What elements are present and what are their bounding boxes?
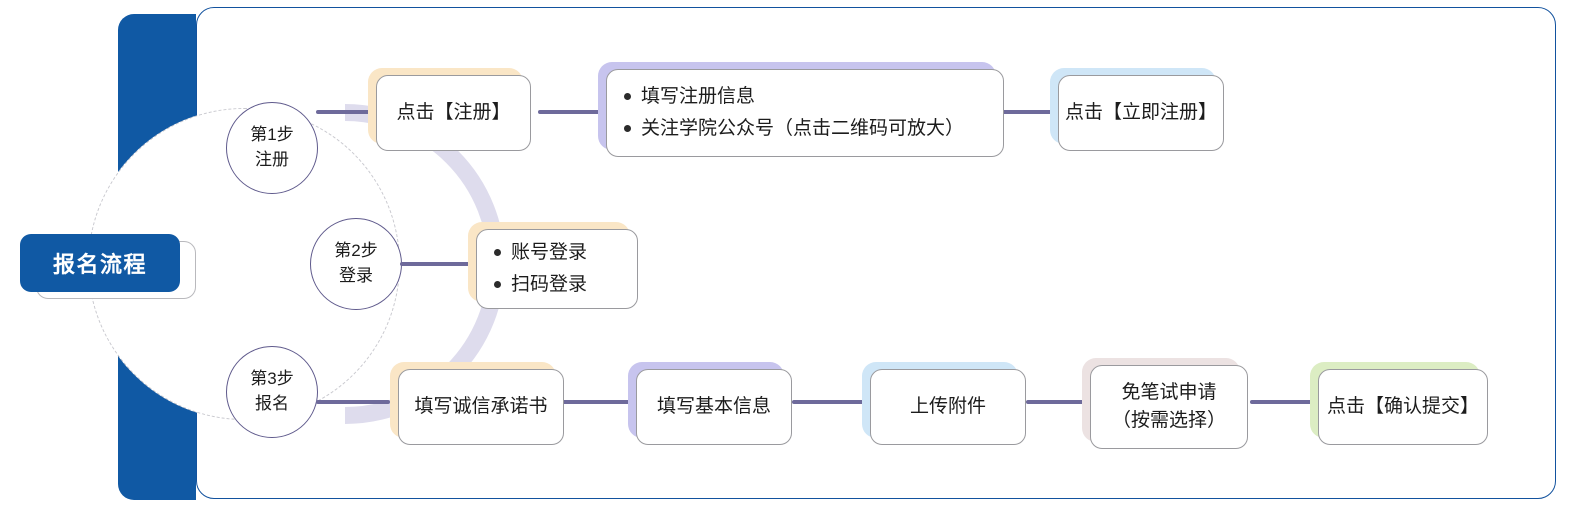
node-label: 填写基本信息: [656, 395, 771, 417]
step-circle-3[interactable]: 第3步 报名: [226, 346, 318, 438]
node-label: 上传附件: [909, 395, 986, 417]
connector-r3-node3-to-node4: [1026, 400, 1084, 404]
node-card: 账号登录 扫码登录: [476, 229, 638, 309]
node-register-details[interactable]: 填写注册信息 关注学院公众号（点击二维码可放大）: [598, 62, 1004, 157]
node-label-lines: 免笔试申请 （按需选择）: [1112, 379, 1226, 436]
connector-r3-node4-to-node5: [1250, 400, 1312, 404]
node-label: 点击【立即注册】: [1064, 101, 1217, 123]
node-click-register-now[interactable]: 点击【立即注册】: [1050, 68, 1224, 151]
node-card: 填写基本信息: [636, 369, 792, 445]
connector-node2-to-node3: [1002, 110, 1058, 114]
list-item: 填写注册信息: [623, 81, 964, 114]
node-label: 点击【注册】: [396, 101, 511, 123]
bullet-list: 填写注册信息 关注学院公众号（点击二维码可放大）: [607, 81, 964, 146]
title-card: 报名流程: [20, 234, 180, 292]
step-2-name: 登录: [339, 266, 373, 285]
node-label-line2: （按需选择）: [1111, 410, 1226, 431]
step-circle-2[interactable]: 第2步 登录: [310, 218, 402, 310]
node-integrity-commitment[interactable]: 填写诚信承诺书: [390, 362, 564, 445]
connector-step2-to-login-box: [400, 262, 476, 266]
node-label: 填写诚信承诺书: [414, 395, 548, 417]
connector-step1-to-node1: [316, 110, 376, 114]
node-login-methods[interactable]: 账号登录 扫码登录: [468, 222, 638, 309]
node-card: 填写注册信息 关注学院公众号（点击二维码可放大）: [606, 69, 1004, 157]
step-1-number: 第1步: [250, 125, 294, 145]
node-card: 免笔试申请 （按需选择）: [1090, 365, 1248, 449]
list-item: 账号登录: [493, 237, 587, 270]
node-card: 点击【立即注册】: [1058, 75, 1224, 151]
node-click-register[interactable]: 点击【注册】: [368, 68, 531, 151]
step-3-number: 第3步: [250, 369, 294, 389]
node-basic-info[interactable]: 填写基本信息: [628, 362, 792, 445]
step-1-name: 注册: [255, 150, 289, 169]
node-label-line1: 免笔试申请: [1121, 381, 1217, 403]
node-upload-attachment[interactable]: 上传附件: [862, 362, 1026, 445]
node-card: 上传附件: [870, 369, 1026, 445]
connector-node1-to-node2: [538, 110, 606, 114]
node-label: 点击【确认提交】: [1326, 395, 1479, 417]
bullet-list: 账号登录 扫码登录: [477, 237, 587, 302]
connector-r3-node2-to-node3: [792, 400, 864, 404]
list-item: 扫码登录: [493, 269, 587, 302]
list-item: 关注学院公众号（点击二维码可放大）: [623, 113, 964, 146]
node-card: 填写诚信承诺书: [398, 369, 564, 445]
connector-r3-node1-to-node2: [554, 400, 630, 404]
node-card: 点击【注册】: [376, 75, 531, 151]
node-confirm-submit[interactable]: 点击【确认提交】: [1310, 362, 1488, 445]
node-exam-waiver-application[interactable]: 免笔试申请 （按需选择）: [1082, 358, 1248, 449]
step-2-number: 第2步: [334, 241, 378, 261]
node-card: 点击【确认提交】: [1318, 369, 1488, 445]
page-title: 报名流程: [52, 252, 147, 277]
step-3-name: 报名: [255, 394, 289, 413]
step-circle-1[interactable]: 第1步 注册: [226, 102, 318, 194]
connector-step3-to-node1: [316, 400, 390, 404]
